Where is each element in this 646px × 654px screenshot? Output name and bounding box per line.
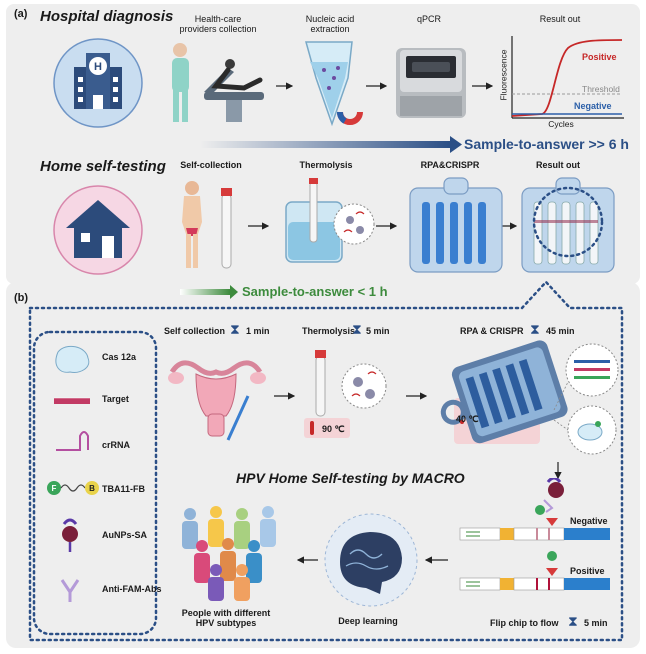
svg-text:F: F <box>52 484 57 493</box>
hourglass-icon: ⧗ <box>568 613 578 629</box>
amplification-graph <box>511 36 624 119</box>
hospital-icon: H <box>53 38 143 128</box>
self-collection-illustration <box>182 181 232 269</box>
deep-learning-brain <box>324 513 418 607</box>
legend-anti-fam-abs: Anti-FAM-Abs <box>102 584 162 594</box>
hourglass-icon: ⧗ <box>230 321 240 337</box>
crispr-chip-a <box>409 177 503 273</box>
step-home-result-label: Result out <box>536 160 580 170</box>
center-title: HPV Home Self-testing by MACRO <box>236 470 465 486</box>
graph-threshold: Threshold <box>582 84 620 94</box>
rpa-temp: 40 ℃ <box>456 414 479 424</box>
lateral-flow-strips <box>459 478 610 591</box>
legend-crrna: crRNA <box>102 440 131 450</box>
graph-positive: Positive <box>582 52 617 62</box>
step-qpcr-label: qPCR <box>416 14 441 24</box>
b-step-self-collection: Self collection <box>164 326 226 336</box>
strip-positive: Positive <box>570 566 605 576</box>
hourglass-icon: ⧗ <box>530 321 540 337</box>
svg-text:H: H <box>94 61 102 73</box>
thermolysis-b-illustration <box>304 350 387 438</box>
qpcr-machine <box>396 48 466 118</box>
step-extraction-label: Nucleic acid extraction <box>305 14 355 34</box>
b-step-rpa-crispr: RPA & CRISPR <box>460 326 524 336</box>
strip-negative: Negative <box>570 516 608 526</box>
uterus-illustration <box>168 360 266 441</box>
home-icon <box>53 185 143 275</box>
clinician-illustration <box>172 43 264 122</box>
hospital-time: Sample-to-answer >> 6 h <box>464 136 629 152</box>
result-chip-a <box>521 177 615 273</box>
graph-negative: Negative <box>574 101 612 111</box>
b-step-thermolysis: Thermolysis <box>302 326 356 336</box>
legend-aunps-sa: AuNPs-SA <box>102 530 148 540</box>
step-hc-collection-label: Health-care providers collection <box>179 14 257 34</box>
legend-target: Target <box>102 394 129 404</box>
thermolysis-illustration <box>285 178 375 263</box>
home-time: Sample-to-answer < 1 h <box>242 284 388 299</box>
panel-a-label: (a) <box>14 8 28 20</box>
b-step-thermolysis-time: 5 min <box>366 326 390 336</box>
svg-text:B: B <box>89 484 95 493</box>
people-label: People with different HPV subtypes <box>181 608 271 628</box>
extraction-tube <box>305 41 363 127</box>
legend-cas12a: Cas 12a <box>102 352 137 362</box>
people-illustration <box>182 506 276 601</box>
flip-time: 5 min <box>584 618 608 628</box>
graph-xlabel: Cycles <box>548 119 574 129</box>
crispr-chip-b <box>440 340 619 455</box>
legend-tba11-fb: TBA11-FB <box>102 484 146 494</box>
flip-label: Flip chip to flow <box>490 618 559 628</box>
thermo-temp: 90 ℃ <box>322 424 345 434</box>
legend-icons: F B <box>47 345 99 602</box>
step-rpa-crispr-label: RPA&CRISPR <box>420 160 480 170</box>
b-step-self-collection-time: 1 min <box>246 326 270 336</box>
hourglass-icon: ⧗ <box>352 321 362 337</box>
step-thermolysis-label: Thermolysis <box>299 160 353 170</box>
hospital-title: Hospital diagnosis <box>40 8 174 25</box>
home-title: Home self-testing <box>40 158 166 175</box>
panel-b-label: (b) <box>14 292 29 304</box>
b-step-rpa-crispr-time: 45 min <box>546 326 575 336</box>
step-self-collection-label: Self-collection <box>180 160 242 170</box>
step-result-label: Result out <box>539 14 581 24</box>
deep-learning-label: Deep learning <box>338 616 398 626</box>
